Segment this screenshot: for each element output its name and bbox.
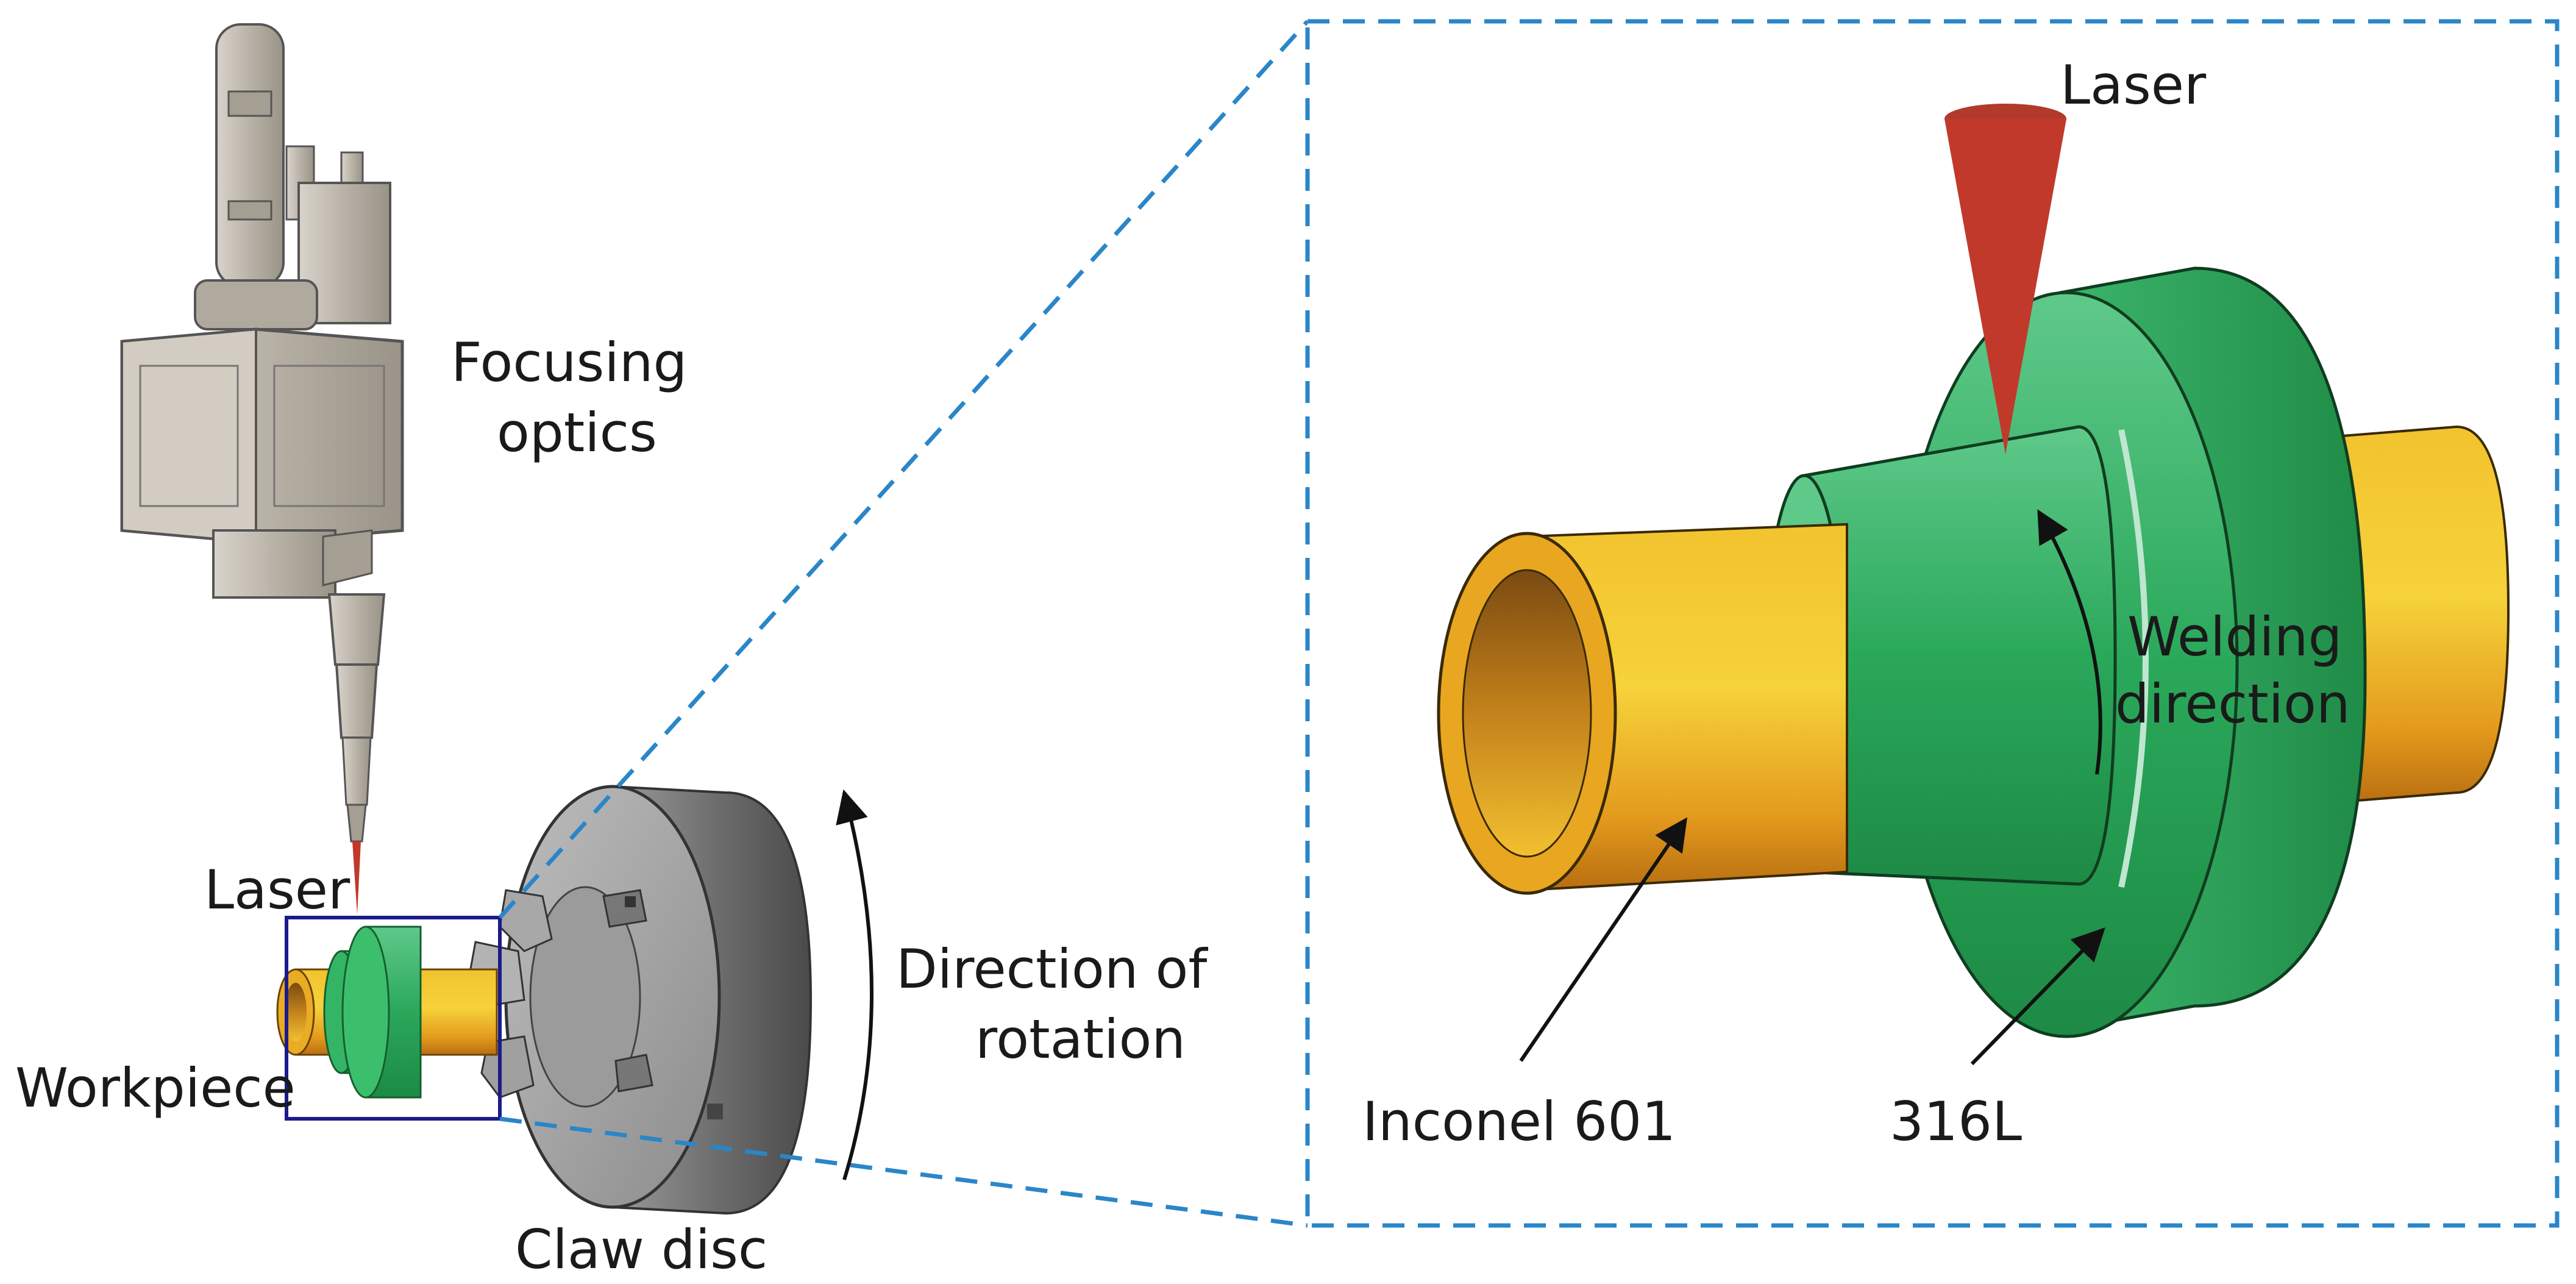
steel-callout-arrow <box>1970 927 2105 1066</box>
focusing-optics-icon <box>120 23 404 843</box>
label-focusing-optics-1: Focusing <box>451 331 687 394</box>
label-316l: 316L <box>1890 1090 2022 1153</box>
label-rotation-1: Direction of <box>896 938 1208 1000</box>
label-welding-2: direction <box>2115 672 2350 735</box>
label-inconel: Inconel 601 <box>1362 1090 1676 1153</box>
inconel-callout-arrow <box>1519 817 1688 1062</box>
workpiece-small-icon <box>276 926 498 1099</box>
workpiece-detail-icon <box>1437 266 2510 1038</box>
label-welding-1: Welding <box>2127 605 2342 668</box>
zoom-box <box>285 916 502 1121</box>
welding-direction-arrow <box>2037 509 2102 775</box>
zoom-connector-top <box>498 20 1309 919</box>
label-laser-right: Laser <box>2060 54 2207 116</box>
label-focusing-optics-2: optics <box>497 401 657 464</box>
laser-beam-large <box>1944 104 2066 454</box>
claw-disc-icon <box>468 785 813 1215</box>
rotation-arrow <box>836 789 873 1180</box>
label-rotation-2: rotation <box>975 1008 1186 1071</box>
laser-beam-small <box>352 841 361 915</box>
label-laser-left: Laser <box>204 858 350 921</box>
label-workpiece: Workpiece <box>15 1057 296 1119</box>
label-claw-disc: Claw disc <box>515 1218 767 1281</box>
zoom-connector-bottom <box>499 1116 1308 1228</box>
